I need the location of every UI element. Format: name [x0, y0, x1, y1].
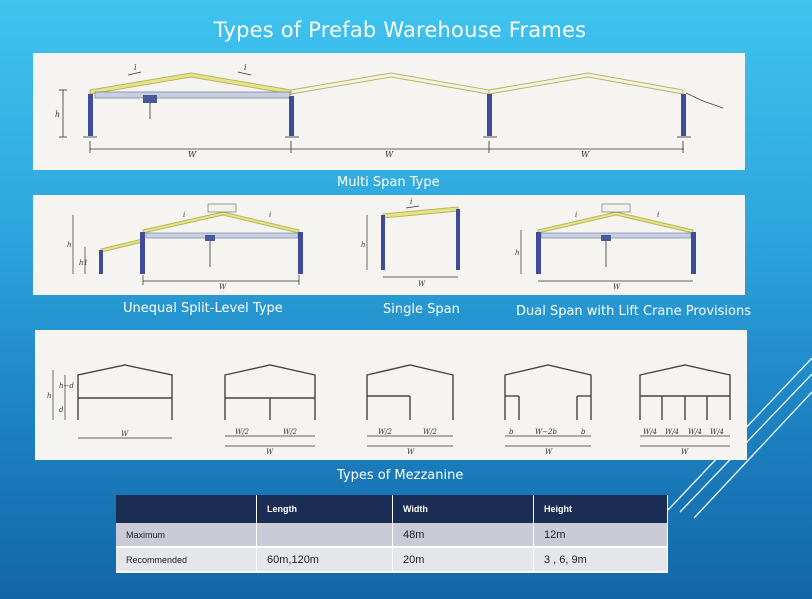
- table-row-label: Recommended: [116, 547, 257, 573]
- i-label: i: [410, 198, 412, 206]
- table-header-row: Length Width Height: [116, 495, 668, 523]
- i-label: i: [134, 63, 137, 72]
- w-label: W: [613, 283, 621, 291]
- i-label: i: [183, 211, 185, 219]
- w4-label: W/4: [643, 428, 657, 436]
- w2b-label: W−2b: [535, 428, 558, 436]
- i-label: i: [244, 63, 247, 72]
- d-label: d: [59, 406, 64, 414]
- i-label: i: [657, 211, 659, 219]
- h1-label: h1: [79, 259, 88, 267]
- table-header-height: Height: [533, 495, 668, 523]
- table-row: Recommended 60m,120m 20m 3 , 6, 9m: [116, 547, 668, 573]
- h-label: h: [361, 241, 366, 249]
- h-label: h: [515, 249, 520, 257]
- w2-label: W/2: [378, 428, 393, 436]
- caption-mezzanine: Types of Mezzanine: [337, 468, 464, 483]
- caption-single-span: Single Span: [383, 302, 460, 317]
- w-label: W: [681, 448, 689, 456]
- h-label: h: [67, 241, 72, 249]
- w-label: W: [581, 150, 590, 159]
- i-label: i: [269, 211, 271, 219]
- caption-multi-span: Multi Span Type: [337, 175, 440, 190]
- table-cell: 12m: [533, 523, 668, 548]
- w4-label: W/4: [688, 428, 702, 436]
- w2-label: W/2: [283, 428, 298, 436]
- table-row: Maximum 48m 12m: [116, 523, 668, 548]
- caption-unequal-split-level: Unequal Split-Level Type: [123, 301, 283, 316]
- w-label: W: [121, 430, 129, 438]
- w4-label: W/4: [710, 428, 724, 436]
- split-level-diagrams: h h1 W h W h W i i i i i: [33, 195, 745, 295]
- w-label: W: [385, 150, 394, 159]
- multi-span-diagram: h W W W i i: [33, 53, 745, 170]
- h-label: h: [55, 110, 60, 119]
- table-cell: 48m: [392, 523, 534, 548]
- table-header-width: Width: [392, 495, 534, 523]
- i-label: i: [575, 211, 577, 219]
- h-label: h: [47, 392, 52, 400]
- table-cell: [256, 523, 393, 548]
- b-label: b: [509, 428, 514, 436]
- size-spec-table: Length Width Height Maximum 48m 12m Reco…: [116, 495, 668, 573]
- table-cell: 3 , 6, 9m: [533, 547, 668, 573]
- h-d-label: h−d: [59, 382, 74, 390]
- w-label: W: [418, 280, 426, 288]
- slide-title: Types of Prefab Warehouse Frames: [213, 18, 587, 42]
- mezzanine-diagrams: h h−d d W W/2 W/2 W W/2 W/2 W b W−2b b W…: [35, 330, 747, 460]
- table-cell: 20m: [392, 547, 534, 573]
- w-label: W: [266, 448, 274, 456]
- w-label: W: [407, 448, 415, 456]
- w-label: W: [188, 150, 197, 159]
- caption-dual-span: Dual Span with Lift Crane Provisions: [516, 304, 751, 319]
- b-label: b: [581, 428, 586, 436]
- w-label: W: [219, 283, 227, 291]
- table-cell: 60m,120m: [256, 547, 393, 573]
- table-row-label: Maximum: [116, 523, 257, 548]
- table-header-cell: [116, 495, 257, 523]
- table-header-length: Length: [256, 495, 393, 523]
- w2-label: W/2: [423, 428, 438, 436]
- w-label: W: [545, 448, 553, 456]
- w4-label: W/4: [665, 428, 679, 436]
- w2-label: W/2: [235, 428, 250, 436]
